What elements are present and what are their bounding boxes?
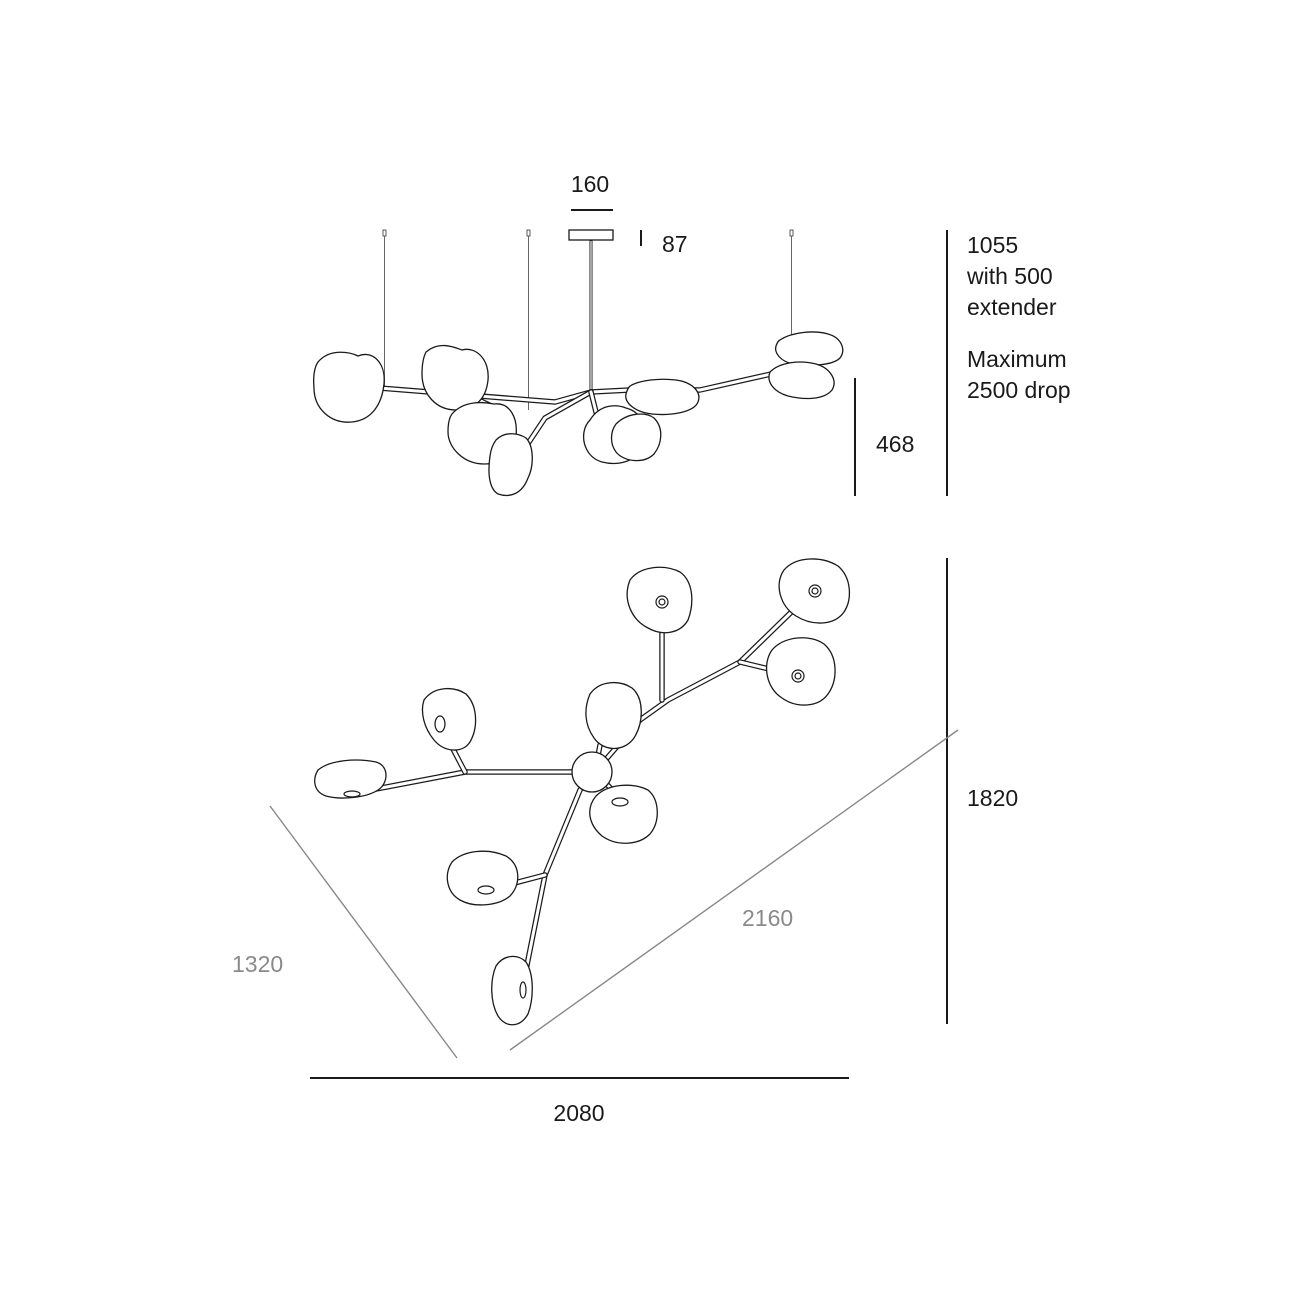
side-view-shades — [312, 331, 844, 497]
canopy-height-label: 87 — [662, 231, 688, 257]
center-hub — [571, 751, 613, 793]
width-label: 2080 — [553, 1100, 604, 1126]
diagonal-left-label: 1320 — [232, 951, 283, 977]
shade-fittings — [343, 584, 822, 999]
svg-text:2500 drop: 2500 drop — [967, 377, 1071, 403]
diagonal-left-dim-line — [269, 805, 458, 1059]
drop-note: 1055 with 500 extender Maximum 2500 drop — [966, 232, 1071, 403]
ceiling-canopy — [568, 229, 614, 241]
top-view-shades — [314, 558, 850, 1026]
canopy-width-label: 160 — [571, 171, 609, 197]
svg-text:with 500: with 500 — [966, 263, 1053, 289]
top-view: 1820 1320 2160 2080 — [232, 558, 1018, 1126]
side-view: 160 87 — [312, 171, 1071, 497]
diagonal-right-dim-line — [509, 729, 959, 1051]
svg-text:1055: 1055 — [967, 232, 1018, 258]
diagonal-right-label: 2160 — [742, 905, 793, 931]
svg-text:extender: extender — [967, 294, 1057, 320]
fixture-height-label: 468 — [876, 431, 914, 457]
svg-text:Maximum: Maximum — [967, 346, 1067, 372]
depth-label: 1820 — [967, 785, 1018, 811]
